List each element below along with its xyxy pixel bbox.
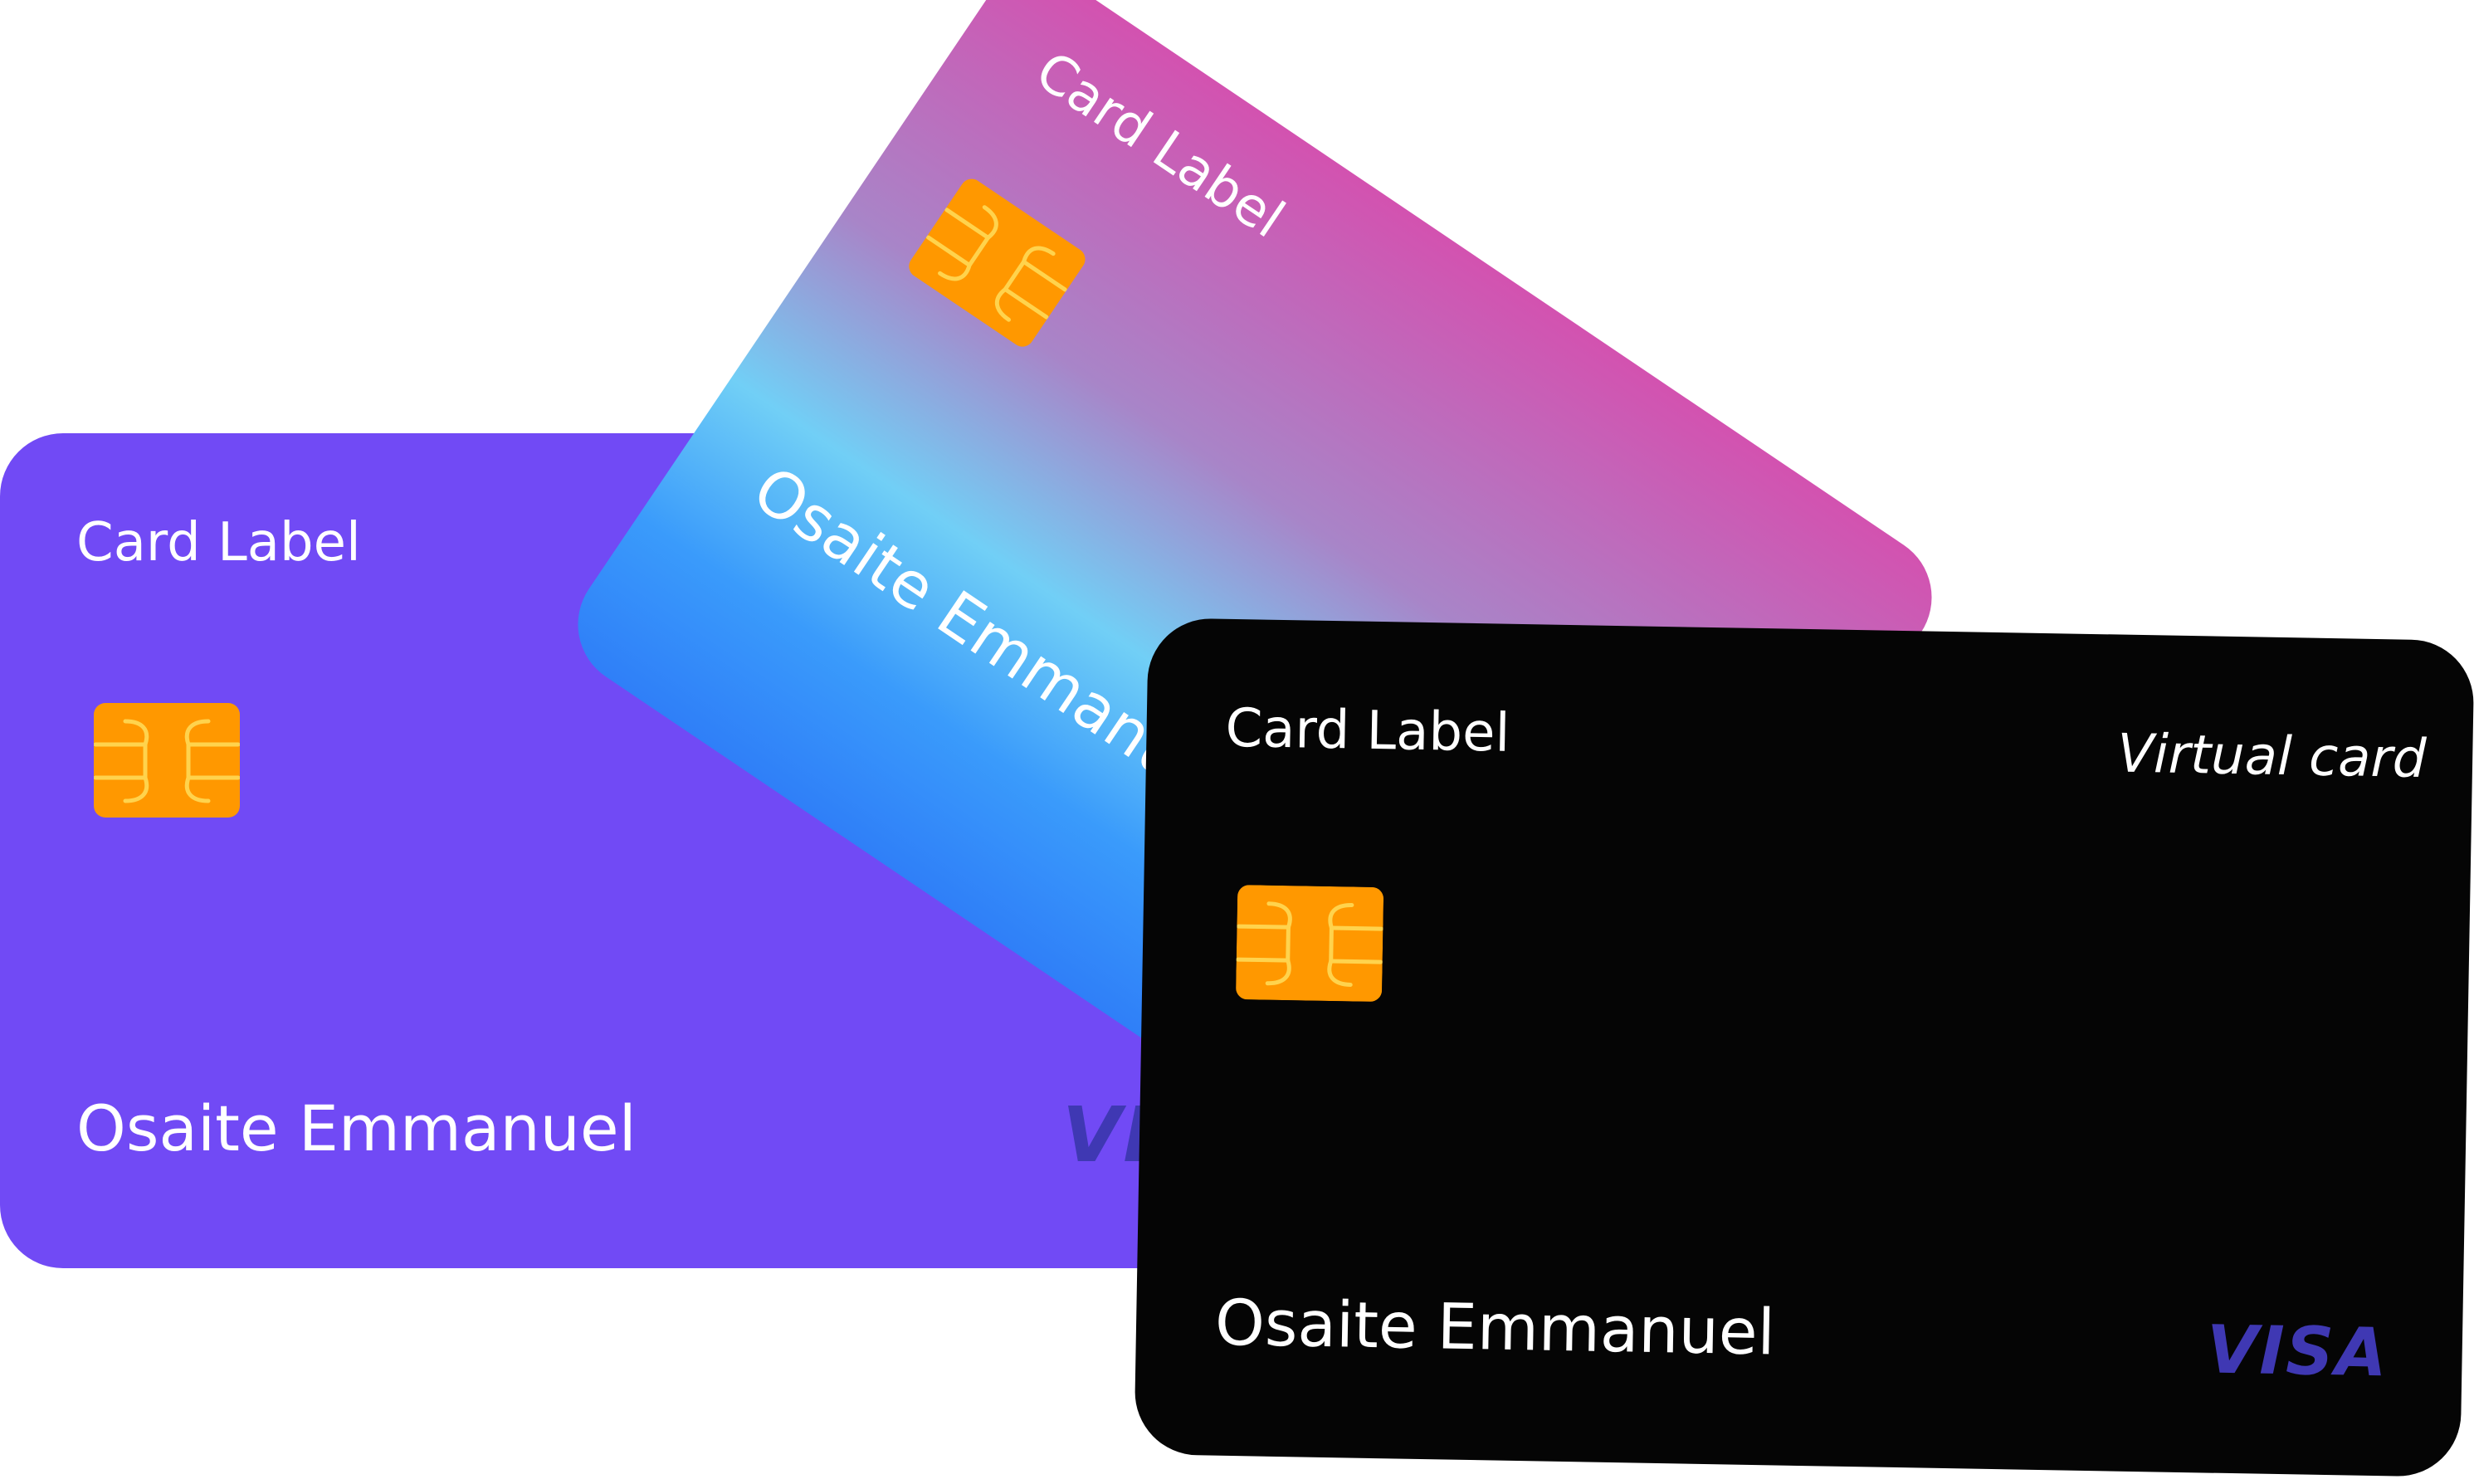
card-label: Card Label — [1024, 40, 1296, 251]
card-black[interactable]: Card Label Virtual card Osaite Emmanuel … — [1134, 618, 2474, 1477]
card-label: Card Label — [76, 512, 361, 574]
chip-icon — [909, 178, 1086, 347]
card-holder-name: Osaite Emmanuel — [76, 1091, 637, 1165]
card-label: Card Label — [1224, 697, 1510, 764]
card-type: Virtual card — [2116, 723, 2428, 791]
chip-icon — [94, 703, 240, 818]
visa-logo: VISA — [2205, 1311, 2389, 1392]
card-gradient[interactable]: Card Label Osaite Emmanuel — [553, 0, 1957, 1273]
chip-icon — [1236, 885, 1384, 1002]
card-holder-name: Osaite Emmanuel — [1214, 1285, 1776, 1369]
